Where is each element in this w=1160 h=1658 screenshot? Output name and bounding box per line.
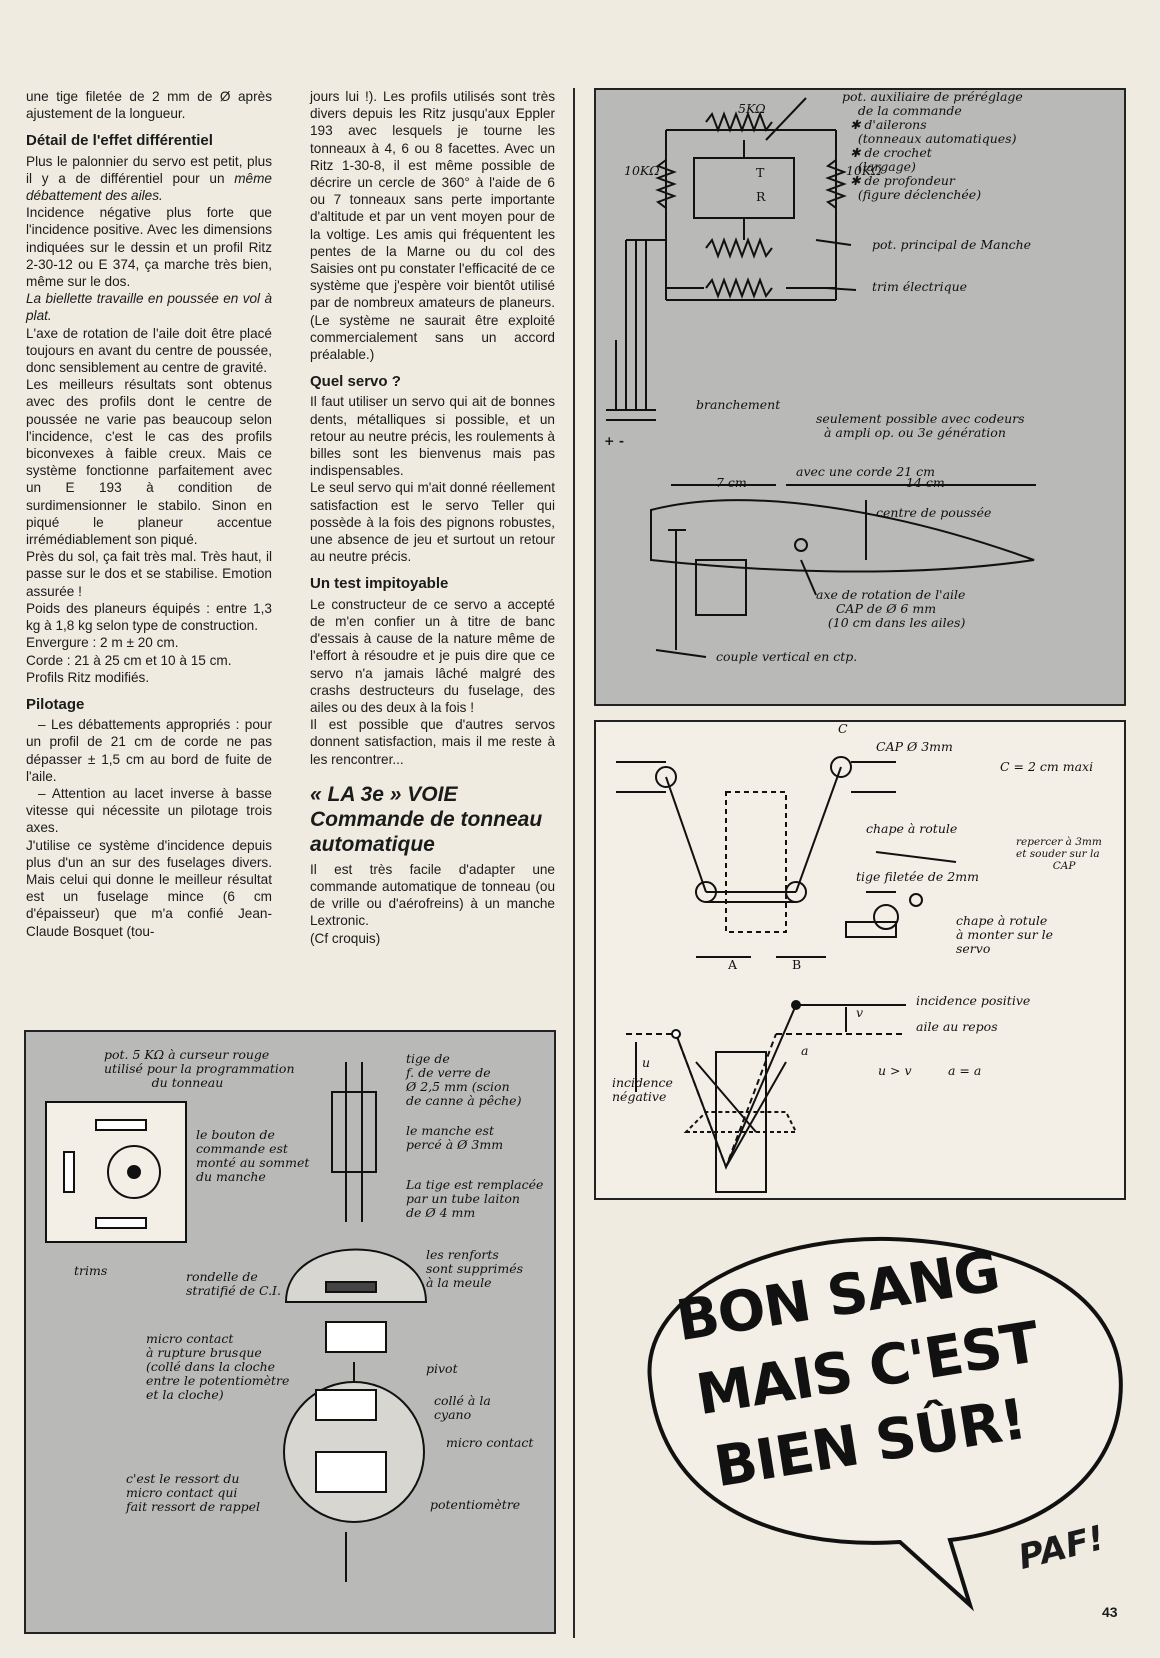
label-branchement: branchement bbox=[696, 397, 781, 412]
paragraph: une tige filetée de 2 mm de Ø après ajus… bbox=[26, 89, 272, 122]
label-14cm: 14 cm bbox=[906, 475, 945, 490]
label-a-dim: A bbox=[728, 957, 738, 972]
label-pot-auxiliaire: pot. auxiliaire de préréglage de la comm… bbox=[842, 89, 1023, 202]
label-u-gt-v: u > v bbox=[878, 1063, 912, 1078]
paragraph-italic: La biellette travaille en poussée en vol… bbox=[26, 291, 272, 324]
figure-stick-micro-contact: pot. 5 KΩ à curseur rouge utilisé pour l… bbox=[24, 1030, 556, 1634]
paragraph: Corde : 21 à 25 cm et 10 à 15 cm. bbox=[26, 652, 232, 668]
text-italic: même débattement des ailes. bbox=[26, 170, 272, 204]
label-pivot: pivot bbox=[426, 1361, 458, 1376]
page-number: 43 bbox=[1102, 1604, 1118, 1620]
paragraph: jours lui !). Les profils utilisés sont … bbox=[310, 89, 555, 363]
label-corde: avec une corde 21 cm bbox=[796, 464, 935, 479]
section-heading-servo: Quel servo ? bbox=[310, 373, 401, 391]
label-10k-right: 10KΩ bbox=[846, 163, 882, 178]
label-tube-laiton: La tige est remplacée par un tube laiton… bbox=[406, 1177, 544, 1220]
label-10k-left: 10KΩ bbox=[624, 163, 660, 178]
label-rondelle: rondelle de stratifié de C.I. bbox=[186, 1269, 281, 1298]
label-colle-cyano: collé à la cyano bbox=[434, 1393, 491, 1422]
paragraph: Profils Ritz modifiés. bbox=[26, 669, 150, 685]
paragraph: Il faut utiliser un servo qui ait de bon… bbox=[310, 394, 555, 479]
text-column-2: jours lui !). Les profils utilisés sont … bbox=[310, 88, 555, 947]
linkage-diagram bbox=[616, 756, 957, 1193]
label-aile-repos: aile au repos bbox=[916, 1019, 998, 1034]
wiring-diagram bbox=[606, 97, 1036, 658]
paragraph: Près du sol, ça fait très mal. Très haut… bbox=[26, 549, 272, 599]
label-renforts: les renforts sont supprimés à la meule bbox=[426, 1247, 524, 1290]
label-t: T bbox=[756, 165, 765, 180]
section-heading-test: Un test impitoyable bbox=[310, 575, 449, 593]
label-pins: + - bbox=[604, 433, 625, 448]
figure-wiring-and-wing: 5KΩ 10KΩ 10KΩ T R pot. auxiliaire de pré… bbox=[594, 88, 1126, 706]
paragraph: Il est très facile d'adapter une command… bbox=[310, 861, 555, 929]
label-codeurs: seulement possible avec codeurs à ampli … bbox=[816, 411, 1025, 440]
paragraph: J'utilise ce système d'incidence depuis … bbox=[26, 837, 272, 939]
paragraph: – Les débattements appropriés : pour un … bbox=[26, 717, 272, 784]
label-repercer: repercer à 3mm et souder sur la CAP bbox=[1016, 836, 1102, 872]
paragraph: – Attention au lacet inverse à basse vit… bbox=[26, 785, 272, 836]
label-pot-5k: pot. 5 KΩ à curseur rouge utilisé pour l… bbox=[104, 1047, 295, 1090]
label-pot-principal: pot. principal de Manche bbox=[872, 237, 1032, 252]
label-axe-rotation: axe de rotation de l'aile CAP de Ø 6 mm … bbox=[816, 587, 966, 630]
label-trim: trim électrique bbox=[872, 279, 968, 294]
label-tige-filetee: tige filetée de 2mm bbox=[856, 869, 979, 884]
label-micro-contact: micro contact bbox=[446, 1435, 534, 1450]
label-manche-perce: le manche est percé à Ø 3mm bbox=[406, 1123, 504, 1152]
label-trims: trims bbox=[74, 1263, 108, 1278]
paragraph: Les meilleurs résultats sont obtenus ave… bbox=[26, 377, 272, 548]
paragraph: Il est possible que d'autres servos donn… bbox=[310, 717, 555, 767]
label-chape-rotule: chape à rotule bbox=[866, 821, 958, 836]
label-incidence-positive: incidence positive bbox=[916, 993, 1031, 1008]
text: Plus le palonnier du servo est petit, pl… bbox=[26, 153, 272, 186]
label-c: C bbox=[838, 721, 848, 736]
column-divider bbox=[573, 88, 575, 1638]
section-heading-differentiel: Détail de l'effet différentiel bbox=[26, 132, 213, 150]
label-bouton: le bouton de commande est monté au somme… bbox=[196, 1127, 310, 1184]
paragraph: Envergure : 2 m ± 20 cm. bbox=[26, 635, 179, 651]
label-centre-poussee: centre de poussée bbox=[876, 505, 992, 520]
paragraph: Plus le palonnier du servo est petit, pl… bbox=[26, 153, 272, 205]
label-5k: 5KΩ bbox=[738, 101, 766, 116]
paragraph: Incidence négative plus forte que l'inci… bbox=[26, 205, 272, 290]
paragraph: Poids des planeurs équipés : entre 1,3 k… bbox=[26, 600, 272, 634]
label-b-dim: B bbox=[792, 957, 802, 972]
stick-diagram bbox=[45, 1062, 428, 1582]
label-7cm: 7 cm bbox=[716, 475, 747, 490]
label-potentiometre: potentiomètre bbox=[430, 1497, 521, 1512]
paragraph: L'axe de rotation de l'aile doit être pl… bbox=[26, 325, 272, 376]
label-chape-servo: chape à rotule à monter sur le servo bbox=[956, 913, 1054, 956]
speech-bubble-outline bbox=[647, 1237, 1123, 1612]
paragraph: Le constructeur de ce servo a accepté de… bbox=[310, 596, 555, 715]
label-cap-3mm: CAP Ø 3mm bbox=[876, 739, 953, 754]
paragraph: (Cf croquis) bbox=[310, 930, 381, 946]
label-micro-contact-rupture: micro contact à rupture brusque (collé d… bbox=[146, 1331, 290, 1402]
speech-bubble: BON SANG MAIS C'EST BIEN SÛR! bbox=[620, 1230, 1140, 1620]
section-heading-pilotage: Pilotage bbox=[26, 695, 85, 713]
label-c-maxi: C = 2 cm maxi bbox=[1000, 759, 1094, 774]
label-a-eq-a: a = a bbox=[948, 1063, 982, 1078]
label-u: u bbox=[642, 1055, 651, 1070]
article-title-3e-voie: « LA 3e » VOIE Commande de tonneau autom… bbox=[310, 782, 543, 856]
label-couple: couple vertical en ctp. bbox=[716, 649, 858, 664]
paragraph: Le seul servo qui m'ait donné réellement… bbox=[310, 480, 555, 565]
label-v: v bbox=[856, 1005, 864, 1020]
label-a-link: a bbox=[801, 1043, 809, 1058]
label-r: R bbox=[756, 189, 766, 204]
figure-linkage: C CAP Ø 3mm C = 2 cm maxi chape à rotule… bbox=[594, 720, 1126, 1200]
label-incidence-negative: incidence négative bbox=[612, 1075, 673, 1104]
label-ressort: c'est le ressort du micro contact qui fa… bbox=[126, 1471, 260, 1514]
label-tige-verre: tige de f. de verre de Ø 2,5 mm (scion d… bbox=[406, 1051, 522, 1108]
text-column-1: une tige filetée de 2 mm de Ø après ajus… bbox=[26, 88, 272, 940]
